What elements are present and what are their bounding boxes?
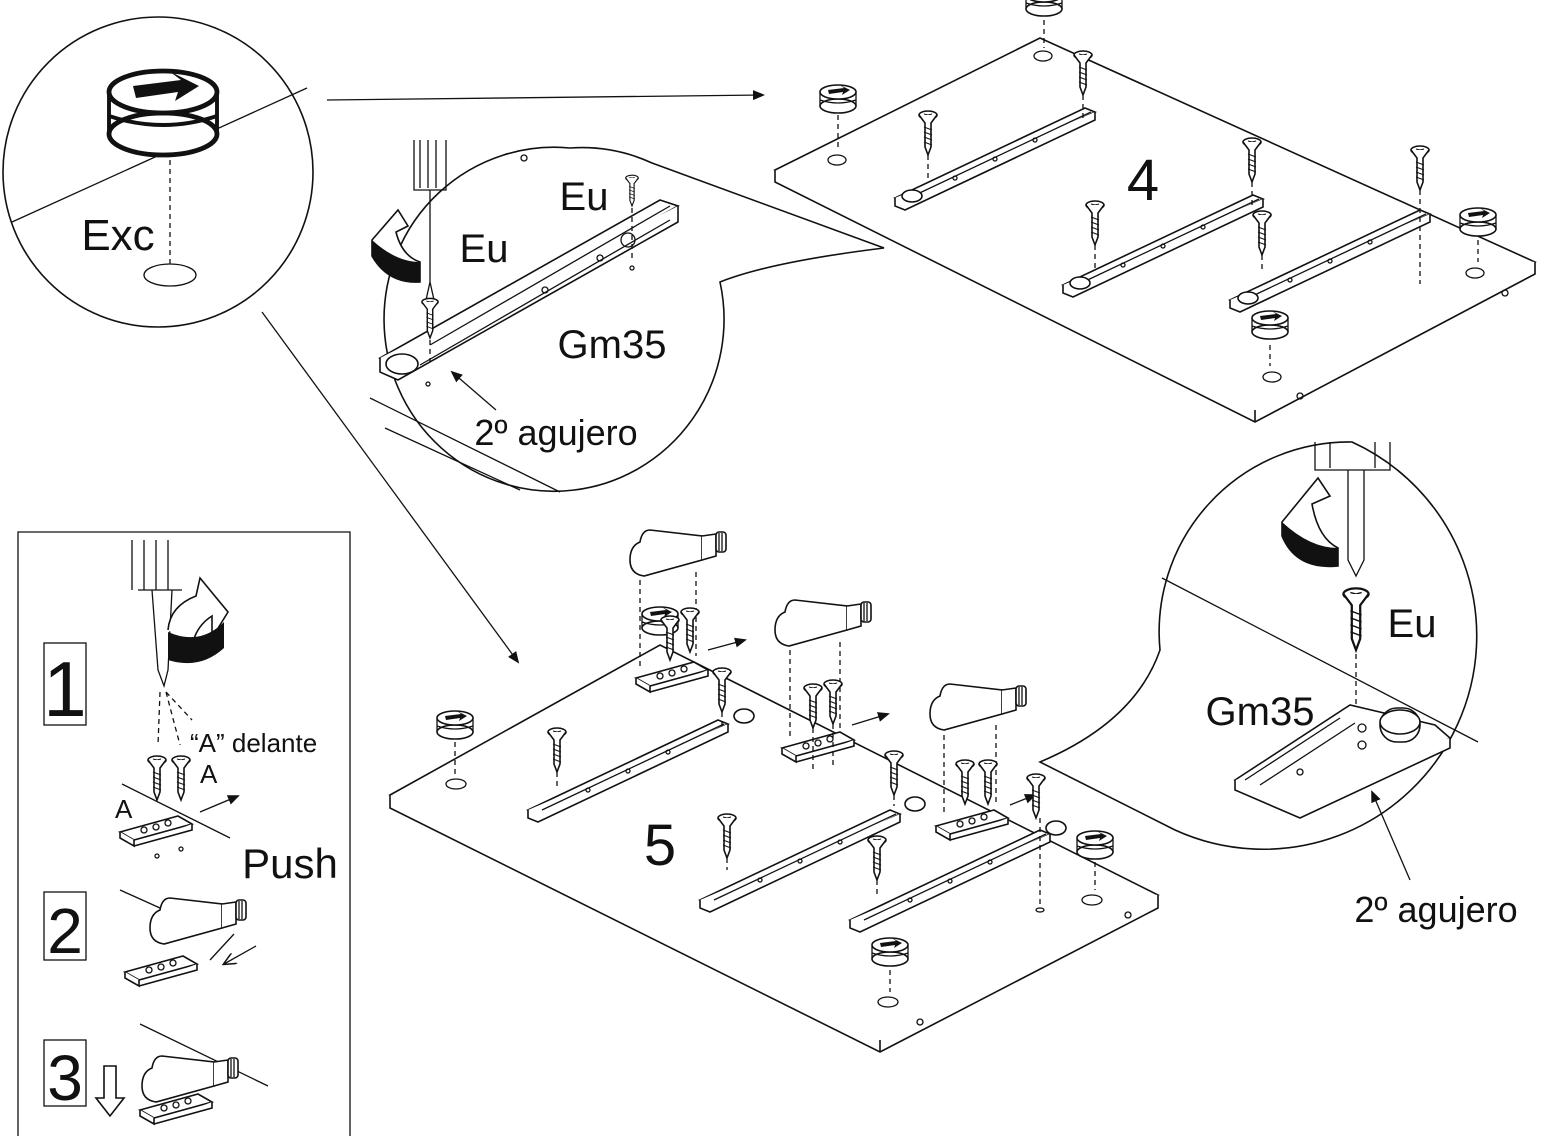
a-mark-right: A: [200, 759, 218, 789]
a-mark-left: A: [115, 794, 133, 824]
screw-label-mid: Eu: [460, 227, 509, 271]
screw-label-right: Eu: [1388, 602, 1437, 646]
latch-steps-panel: 1 “A” delante A A Push 2 3: [17, 531, 351, 1136]
step-5-number: 5: [644, 813, 676, 878]
panel-step-5: 5: [388, 529, 1160, 1053]
screw-label-top: Eu: [560, 175, 609, 219]
hole-label-right: 2º agujero: [1354, 889, 1517, 930]
rail-label-top: Gm35: [558, 323, 667, 367]
rail-label-right: Gm35: [1206, 690, 1315, 734]
rail-detail-callout: Eu Eu Gm35 2º agujero: [369, 140, 885, 493]
step-4-number: 4: [1127, 148, 1159, 213]
a-front-label: “A” delante: [190, 728, 317, 758]
push-label: Push: [242, 840, 338, 887]
panel-step-4: 4: [773, 0, 1537, 423]
substep-3-number: 3: [47, 1042, 83, 1114]
cam-label: Exc: [81, 211, 154, 260]
cam-detail-callout: Exc: [2, 16, 765, 664]
screw-rail-detail-callout: Eu Gm35 2º agujero: [1038, 441, 1518, 930]
substep-1-number: 1: [43, 645, 86, 733]
substep-2-number: 2: [47, 895, 83, 967]
hole-label-top: 2º agujero: [474, 412, 637, 453]
